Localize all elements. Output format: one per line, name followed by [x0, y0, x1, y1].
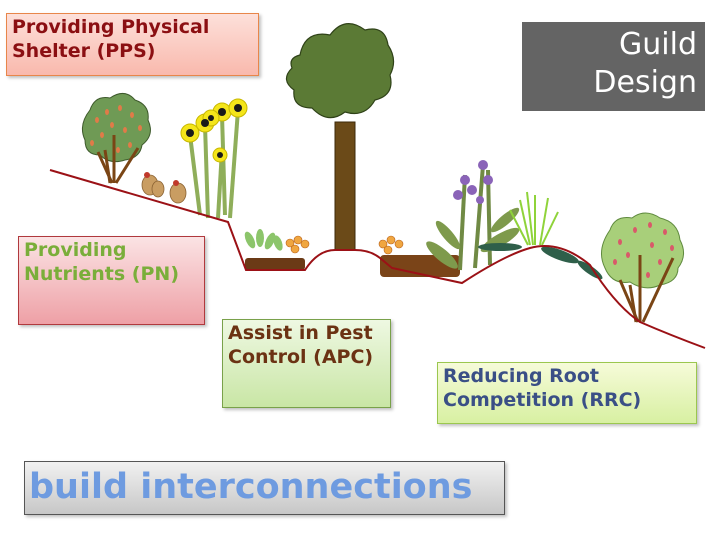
slide-title: Guild Design	[522, 22, 705, 111]
apc-line1: Assist in Pest	[228, 322, 373, 344]
pn-label-box: Providing Nutrients (PN)	[18, 236, 205, 325]
pps-line1: Providing Physical	[12, 16, 210, 38]
mulch-icon	[245, 255, 460, 277]
pps-line2: Shelter (PPS)	[12, 39, 156, 62]
rrc-line2: Competition (RRC)	[443, 388, 642, 411]
pn-line2: Nutrients (PN)	[24, 262, 180, 285]
lupine-flowers-icon	[426, 160, 520, 271]
rrc-label-box: Reducing Root Competition (RRC)	[437, 362, 697, 424]
chickens-icon	[141, 172, 187, 204]
title-line1: Guild	[619, 27, 697, 62]
pps-label-box: Providing Physical Shelter (PPS)	[6, 13, 259, 76]
rrc-line1: Reducing Root	[443, 365, 599, 387]
title-line2: Design	[593, 64, 697, 100]
ground-line	[49, 169, 706, 349]
sunflowers-icon	[180, 98, 248, 219]
apc-line2: Control (APC)	[228, 345, 374, 368]
apc-label-box: Assist in Pest Control (APC)	[222, 319, 391, 408]
seedlings-icon	[244, 229, 283, 251]
groundcover-icon	[478, 243, 603, 280]
footer-text: build interconnections	[29, 467, 473, 507]
pn-line1: Providing	[24, 239, 127, 261]
fruit-shrub-left-icon	[81, 93, 151, 184]
tall-tree-icon	[285, 23, 395, 251]
fruit-shrub-right-icon	[600, 212, 684, 323]
grass-clump-icon	[509, 191, 559, 246]
footer-banner: build interconnections	[24, 461, 505, 515]
marigolds-icon	[285, 235, 404, 255]
